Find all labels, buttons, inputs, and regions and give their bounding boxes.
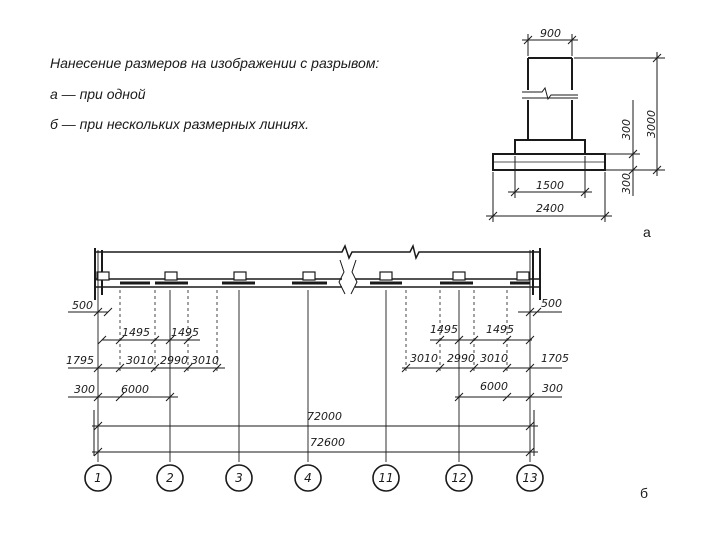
caption-item-a: а — при одной (50, 86, 146, 102)
figure-a-column: 900 3000 300 300 1500 2400 а (486, 27, 665, 240)
axis-bubble (445, 464, 473, 492)
axis-bubble (156, 464, 184, 492)
axis-label-13: 13 (522, 471, 537, 485)
bearing-pad (302, 271, 316, 281)
dim-left-1795: 1795 (66, 354, 94, 367)
caption-item-b: б — при нескольких размерных линиях. (50, 116, 310, 132)
axis-label-11: 11 (378, 471, 393, 485)
dim-right-1495a: 1495 (430, 323, 458, 336)
dim-line-right-6000 (454, 392, 562, 402)
figure-a-label: а (643, 224, 651, 240)
dim-line-900 (522, 34, 578, 56)
dim-3000: 3000 (645, 110, 658, 138)
dim-right-1495b: 1495 (486, 323, 514, 336)
bearing-pad (379, 271, 393, 281)
dim-line-right-500 (518, 307, 562, 317)
axis-markers: 1 2 3 4 11 12 13 (84, 464, 544, 492)
bearing-pad (233, 271, 247, 281)
column-plinth (514, 139, 586, 155)
axis-label-12: 12 (451, 471, 466, 485)
bearing-pad (164, 271, 178, 281)
figure-b-frame: 500 500 1495 1495 1495 1495 1795 1705 30… (66, 243, 648, 501)
dim-ext-overall (93, 410, 535, 456)
bearing-pad (452, 271, 466, 281)
dim-left-3010a: 3010 (126, 354, 154, 367)
caption-title: Нанесение размеров на изображении с разр… (50, 55, 380, 71)
axis-lines (97, 250, 531, 462)
dim-line-left-500 (68, 307, 113, 317)
dim-right-500: 500 (541, 297, 562, 310)
axis-bubble (294, 464, 322, 492)
dim-line-300-lower (628, 150, 638, 196)
dim-line-left-6000 (68, 392, 178, 402)
dim-line-3000 (652, 52, 662, 176)
axis-label-3: 3 (235, 471, 243, 485)
axis-label-4: 4 (304, 471, 312, 485)
dim-line-72000 (92, 421, 538, 431)
dim-left-2990: 2990 (160, 354, 188, 367)
axis-label-1: 1 (94, 471, 102, 485)
break-mark (522, 86, 578, 101)
bearing-pads (96, 271, 530, 281)
dim-right-300: 300 (542, 382, 563, 395)
top-boundary (95, 243, 540, 261)
axis-bubble (225, 464, 253, 492)
dim-line-right-3010 (401, 363, 562, 373)
dim-right-3010a: 3010 (410, 352, 438, 365)
dim-line-2400 (486, 172, 612, 222)
dim-72000: 72000 (307, 410, 342, 423)
dim-right-6000: 6000 (480, 380, 508, 393)
dim-900: 900 (540, 27, 561, 40)
dim-left-6000: 6000 (121, 383, 149, 396)
axis-bubble (516, 464, 544, 492)
main-beam (95, 278, 540, 288)
dim-left-500: 500 (72, 299, 93, 312)
bearing-pad (96, 271, 110, 281)
dim-line-right-1495 (430, 335, 535, 345)
dim-line-72600 (92, 447, 538, 457)
dim-300-lower: 300 (620, 173, 633, 194)
column-shaft (527, 57, 573, 140)
dim-2400: 2400 (536, 202, 564, 215)
ext-lines-right (574, 57, 665, 171)
axis-label-2: 2 (166, 471, 174, 485)
dim-line-1500 (508, 156, 592, 198)
axis-bubble (372, 464, 400, 492)
dim-left-3010b: 3010 (191, 354, 219, 367)
dim-300-upper: 300 (620, 119, 633, 140)
dim-1500: 1500 (536, 179, 564, 192)
dim-right-2990: 2990 (447, 352, 475, 365)
beam-break-mark (338, 259, 358, 295)
dim-right-1705: 1705 (541, 352, 569, 365)
dim-72600: 72600 (310, 436, 345, 449)
axis-bubble (84, 464, 112, 492)
dim-left-1495b: 1495 (171, 326, 199, 339)
dim-line-left-3010 (68, 363, 225, 373)
dim-line-left-1495 (97, 335, 200, 345)
figure-b-label: б (640, 485, 648, 501)
dim-left-1495a: 1495 (122, 326, 150, 339)
dim-left-300: 300 (74, 383, 95, 396)
dim-right-3010b: 3010 (480, 352, 508, 365)
end-walls (94, 248, 541, 300)
bearing-pad (516, 271, 530, 281)
